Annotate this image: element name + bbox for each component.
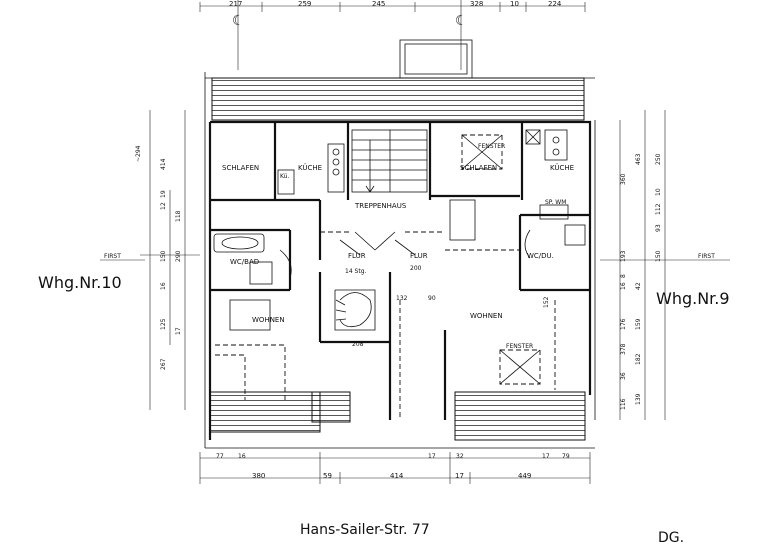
bottom-dim-17a: 17: [428, 453, 436, 460]
top-dim-6: 224: [548, 0, 562, 8]
right-dim-139: 139: [635, 393, 642, 405]
left-dim-290: 290: [175, 250, 182, 262]
label-schlafen-right: SCHLAFEN: [460, 164, 497, 172]
left-dimension-chain: ~294 414 12 19 118 150 290 16 125 17 267…: [100, 110, 200, 410]
label-schlafen-left: SCHLAFEN: [222, 164, 259, 172]
dashed-roof-lines: [215, 231, 556, 420]
bottom-dim-79: 79: [562, 453, 570, 460]
left-dim-125: 125: [160, 318, 167, 330]
bottom-dim-16: 16: [238, 453, 246, 460]
label-fenster-top: FENSTER: [478, 143, 505, 150]
label-flur-right: FLUR: [410, 252, 428, 260]
label-flur-left: FLUR: [348, 252, 366, 260]
left-dim-118: 118: [175, 210, 182, 222]
label-ku-left: Kü.: [280, 173, 289, 180]
first-label-left: FIRST: [104, 253, 121, 260]
bottom-dimension-chain: 77 16 17 32 17 79 380 59 414 17 449: [199, 452, 591, 484]
label-kuche-right: KÜCHE: [550, 163, 574, 172]
roof-hatch-bottom-mid-left: [311, 391, 351, 423]
right-dim-360: 360: [620, 173, 627, 185]
label-flur-dim: 200: [410, 265, 422, 272]
roof-hatch-top: [211, 77, 585, 121]
label-sp-wm: SP. WM: [545, 199, 566, 206]
right-dim-176: 176: [620, 318, 627, 330]
right-dim-112: 112: [655, 203, 662, 215]
label-dim-152: 152: [543, 296, 550, 308]
left-dim-19: 19: [160, 190, 167, 198]
top-dim-2: 259: [298, 0, 311, 8]
floor-label: DG.: [658, 530, 684, 546]
top-dim-5: 10: [510, 0, 519, 8]
bottom-dim-414: 414: [390, 472, 404, 480]
outer-walls: [208, 120, 592, 440]
first-label-right: FIRST: [698, 253, 715, 260]
left-dim-294: ~294: [135, 145, 142, 162]
right-dim-10: 10: [655, 188, 662, 196]
label-fenster-bottom: FENSTER: [506, 343, 533, 350]
skylights: [461, 134, 541, 385]
left-dim-17: 17: [175, 327, 182, 335]
right-dim-42: 42: [635, 282, 642, 290]
left-dim-414: 414: [160, 158, 167, 170]
interior-walls: [210, 122, 590, 420]
bottom-dim-77: 77: [216, 453, 224, 460]
bottom-dim-32: 32: [456, 453, 464, 460]
right-dim-16: 16: [620, 282, 627, 290]
right-dim-93: 93: [655, 224, 662, 232]
top-dim-3: 245: [372, 0, 385, 8]
left-dim-150: 150: [160, 250, 167, 262]
roof-hatch-bottom-left: [209, 391, 321, 433]
right-dim-159: 159: [635, 318, 642, 330]
right-dim-463: 463: [635, 153, 642, 165]
top-dimension-line: 217 259 245 328 10 224 ☾ ☾: [199, 0, 586, 70]
label-dim-132: 132: [396, 295, 408, 302]
top-dim-4: 328: [470, 0, 483, 8]
bottom-dim-59: 59: [323, 472, 332, 480]
label-treppenhaus: TREPPENHAUS: [354, 202, 407, 210]
label-dim-208: 208: [352, 341, 364, 348]
right-dim-193: 193: [620, 250, 627, 262]
label-wohnen-left: WOHNEN: [252, 316, 285, 324]
right-dimension-chain: 463 250 360 10 112 93 150 193 8 42 16 15…: [600, 110, 730, 420]
apartment-label-right: Whg.Nr.9: [656, 289, 730, 308]
bottom-dim-17b: 17: [542, 453, 550, 460]
label-wc-du: WC/DU.: [527, 252, 554, 260]
label-wohnen-right: WOHNEN: [470, 312, 503, 320]
label-wc-bad: WC/BAD: [230, 258, 259, 266]
street-label: Hans-Sailer-Str. 77: [300, 522, 430, 538]
right-dim-182: 182: [635, 353, 642, 365]
left-dim-12: 12: [160, 202, 167, 210]
right-dim-116: 116: [620, 398, 627, 410]
stairwell: [334, 129, 428, 331]
right-dim-8: 8: [620, 274, 627, 278]
room-labels: SCHLAFEN KÜCHE Kü. TREPPENHAUS FENSTER S…: [222, 143, 574, 350]
apartment-label-left: Whg.Nr.10: [38, 273, 122, 292]
right-dim-150: 150: [655, 250, 662, 262]
label-kuche-left: KÜCHE: [298, 163, 322, 172]
right-dim-378: 378: [620, 343, 627, 355]
left-dim-267: 267: [160, 358, 167, 370]
bottom-dim-380: 380: [252, 472, 265, 480]
roof-hatch-bottom-right: [454, 391, 586, 441]
left-dim-16: 16: [160, 282, 167, 290]
label-dim-90: 90: [428, 295, 436, 302]
bottom-dim-17c: 17: [455, 472, 464, 480]
bottom-dim-449: 449: [518, 472, 531, 480]
top-dim-1: 217: [229, 0, 242, 8]
door-swings: [279, 229, 531, 279]
right-dim-250: 250: [655, 153, 662, 165]
right-dim-36: 36: [620, 372, 627, 380]
label-stair-count: 14 Stg.: [345, 268, 367, 275]
fixtures: [213, 129, 586, 331]
